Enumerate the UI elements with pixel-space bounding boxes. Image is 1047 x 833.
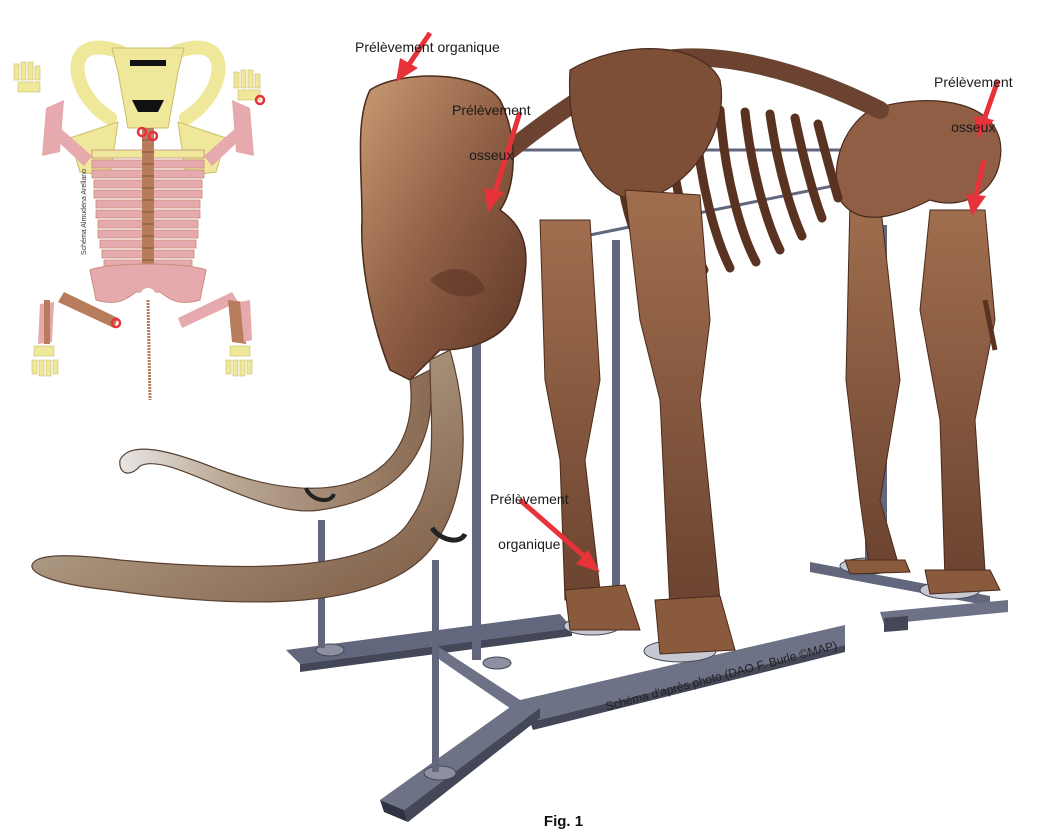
schema-author-credit: Schéma Almudena Arellano xyxy=(81,169,88,255)
skeleton-schema xyxy=(14,48,264,400)
label-bone-head-line2: osseux xyxy=(452,148,531,163)
stand-beam-front xyxy=(380,700,540,810)
tusk-upper xyxy=(120,370,431,511)
label-organic-foot-line1: Prélèvement xyxy=(490,492,569,507)
label-bone-head-line1: Prélèvement xyxy=(452,103,531,118)
label-organic-top-text: Prélèvement organique xyxy=(355,40,500,55)
label-bone-sample-head: Prélèvement osseux xyxy=(452,73,531,193)
figure-caption: Fig. 1 xyxy=(40,813,1047,830)
label-organic-sample-foot: Prélèvement organique xyxy=(490,462,569,582)
schema-tusk-right xyxy=(176,48,219,118)
label-bone-sample-right: Prélèvement osseux xyxy=(934,45,1013,165)
label-bone-right-line1: Prélèvement xyxy=(934,75,1013,90)
schema-tusk-left xyxy=(78,48,121,118)
label-bone-right-line2: osseux xyxy=(934,120,1013,135)
schema-tail xyxy=(148,300,150,400)
label-organic-foot-line2: organique xyxy=(490,537,569,552)
